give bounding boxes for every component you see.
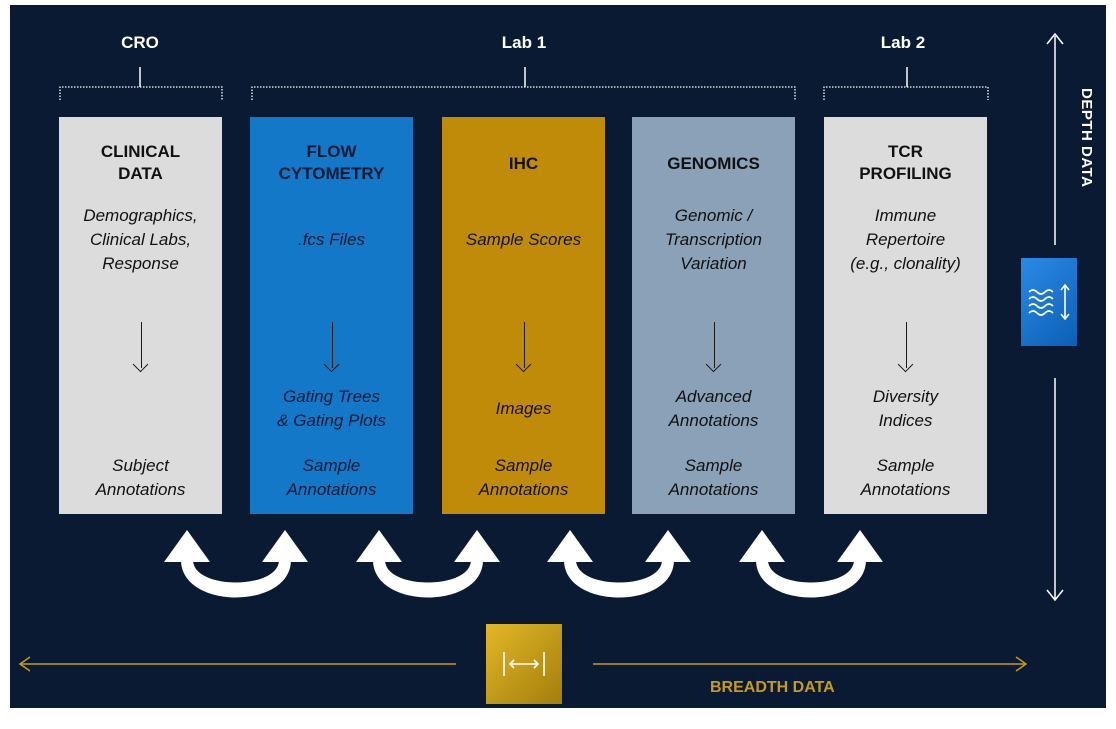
wave-depth-icon — [1021, 258, 1077, 346]
breadth-data-label: BREADTH DATA — [710, 679, 835, 696]
column-source-text: Immune Repertoire (e.g., clonality) — [850, 206, 961, 273]
column-annotation-text: Sample Annotations — [860, 456, 951, 499]
column-source-text: Genomic / Transcription Variation — [665, 206, 762, 273]
group-label-lab1: Lab 1 — [501, 33, 547, 52]
column-clinical-data: CLINICAL DATA Demographics, Clinical Lab… — [59, 117, 222, 514]
bracket-cro — [59, 86, 223, 100]
column-derived-text: Diversity Indices — [872, 387, 939, 430]
horizontal-range-icon — [486, 624, 562, 704]
column-title: CLINICAL DATA — [100, 142, 181, 183]
down-arrow-icon — [140, 322, 142, 368]
column-annotation-text: Sample Annotations — [478, 456, 569, 499]
column-title: GENOMICS — [667, 154, 760, 173]
group-label-cro: CRO — [121, 33, 159, 52]
column-genomics: GENOMICS Genomic / Transcription Variati… — [632, 117, 795, 514]
down-arrow-icon — [713, 322, 715, 368]
exchange-arrows — [164, 530, 883, 598]
depth-data-label: DEPTH DATA — [1078, 88, 1095, 188]
group-label-lab2: Lab 2 — [880, 33, 926, 52]
bracket-lab1 — [251, 86, 796, 100]
column-source-text: Demographics, Clinical Labs, Response — [83, 206, 198, 273]
column-source-text: .fcs Files — [297, 230, 366, 249]
column-annotation-text: Sample Annotations — [668, 456, 759, 499]
column-annotation-text: Subject Annotations — [95, 456, 186, 499]
bracket-lab2 — [823, 86, 989, 100]
column-source-text: Sample Scores — [465, 230, 582, 249]
down-arrow-icon — [331, 322, 333, 368]
column-derived-text: Images — [495, 399, 552, 418]
column-flow-cytometry: FLOW CYTOMETRY .fcs Files Gating Trees &… — [250, 117, 413, 514]
column-derived-text: Gating Trees & Gating Plots — [277, 387, 386, 430]
column-ihc: IHC Sample Scores Images Sample Annotati… — [442, 117, 605, 514]
column-title: TCR PROFILING — [859, 142, 952, 183]
column-annotation-text: Sample Annotations — [286, 456, 377, 499]
column-tcr-profiling: TCR PROFILING Immune Repertoire (e.g., c… — [824, 117, 987, 514]
column-derived-text: Advanced Annotations — [668, 387, 759, 430]
column-title: FLOW CYTOMETRY — [278, 142, 385, 183]
column-title: IHC — [508, 154, 539, 173]
down-arrow-icon — [523, 322, 525, 368]
down-arrow-icon — [905, 322, 907, 368]
